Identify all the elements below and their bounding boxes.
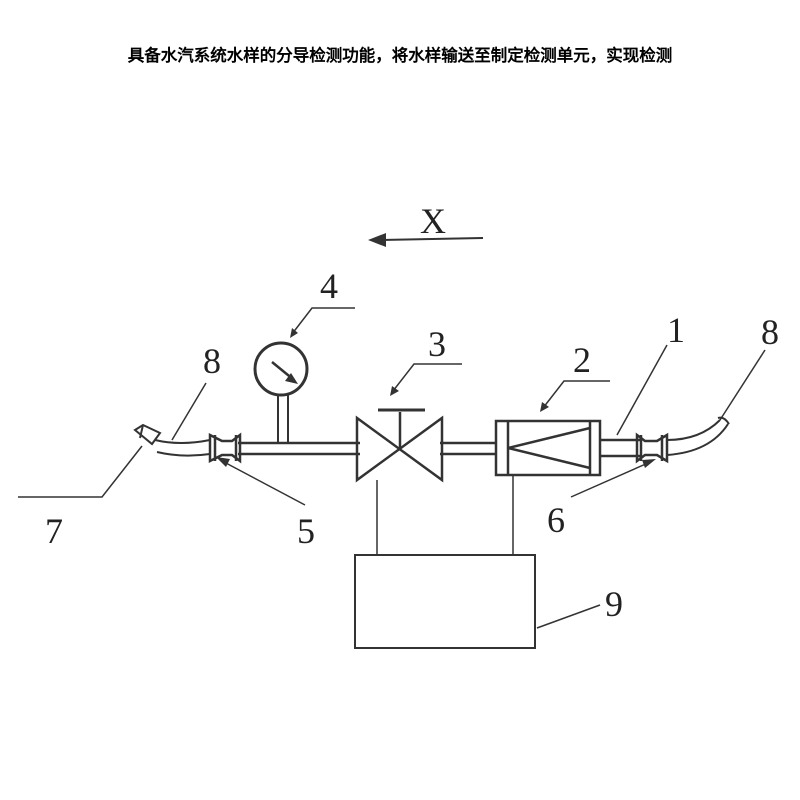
left-connector xyxy=(208,432,242,464)
valve xyxy=(355,408,444,483)
filter-element xyxy=(494,419,602,477)
pressure-gauge xyxy=(253,341,309,443)
flow-direction-arrow xyxy=(368,233,484,247)
label-part-3: 3 xyxy=(428,324,446,364)
flow-direction-label: X xyxy=(420,201,446,241)
label-part-7: 7 xyxy=(45,511,63,551)
label-part-6: 6 xyxy=(547,500,565,540)
support-legs xyxy=(376,475,514,555)
label-part-8-right: 8 xyxy=(761,312,779,352)
main-pipe xyxy=(238,438,640,458)
hose-left xyxy=(154,439,211,457)
label-part-5: 5 xyxy=(297,511,315,551)
label-part-4: 4 xyxy=(320,266,338,306)
label-part-1: 1 xyxy=(667,310,685,350)
hose-right xyxy=(666,416,730,456)
sampling-nozzle xyxy=(133,423,162,446)
control-box xyxy=(354,554,536,649)
right-connector xyxy=(635,432,669,464)
label-part-2: 2 xyxy=(573,340,591,380)
diagram-caption: 具备水汽系统水样的分导检测功能，将水样输送至制定检测单元，实现检测 xyxy=(127,46,673,65)
label-part-9: 9 xyxy=(605,584,623,624)
label-part-8-left: 8 xyxy=(203,341,221,381)
leader-lines xyxy=(18,307,766,629)
